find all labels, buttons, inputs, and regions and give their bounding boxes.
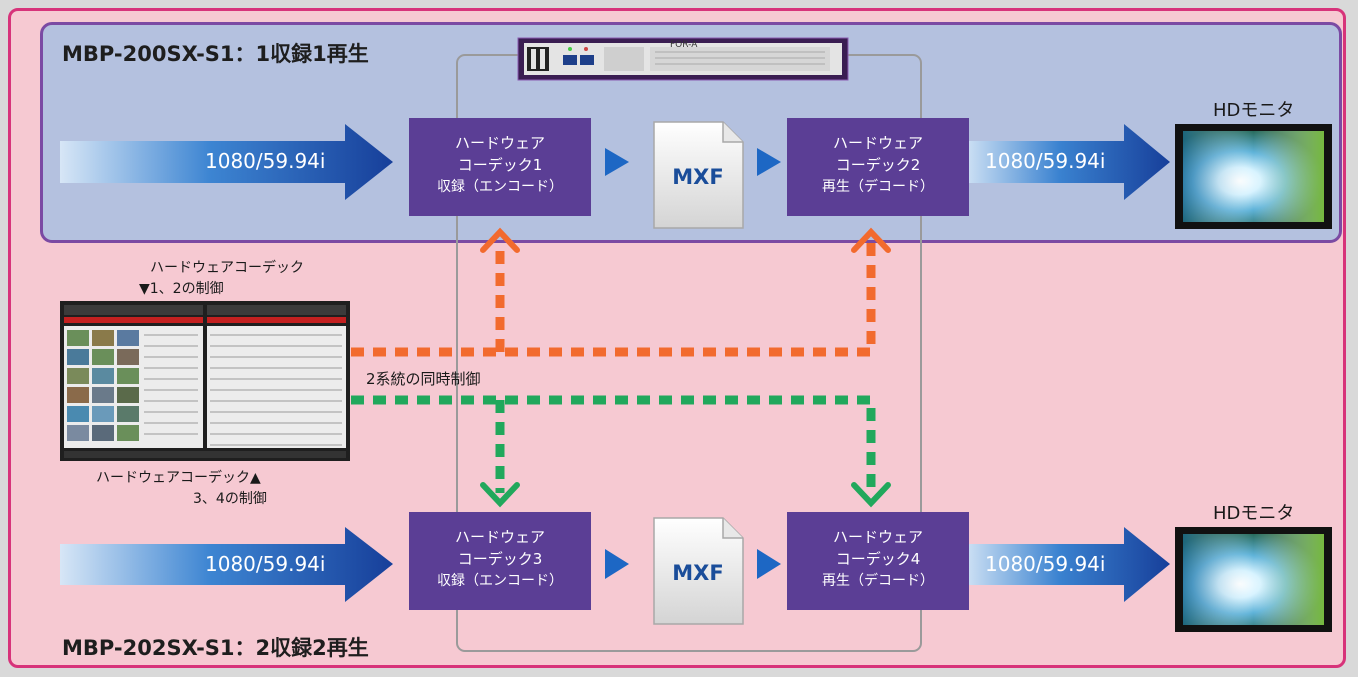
control-label-bottom-line1: ハードウェアコーデック▲ — [96, 470, 261, 486]
control-label-top-line1: ハードウェアコーデック — [150, 260, 304, 276]
flow-triangle — [757, 148, 781, 176]
title-bottom: MBP-202SX-S1：2収録2再生 — [62, 636, 369, 660]
flow-triangle — [757, 549, 781, 579]
codec-box-1: ハードウェア コーデック1 収録（エンコード） — [409, 118, 591, 216]
codec-box-4: ハードウェア コーデック4 再生（デコード） — [787, 512, 969, 610]
green-control-line — [351, 395, 876, 493]
codec-line: 収録（エンコード） — [437, 573, 563, 589]
output-arrow-1 — [969, 124, 1170, 200]
codec-box-3: ハードウェア コーデック3 収録（エンコード） — [409, 512, 591, 610]
green-arrowhead — [480, 482, 520, 508]
control-software-screenshot — [60, 301, 350, 461]
codec-line: 再生（デコード） — [822, 573, 934, 589]
green-arrowhead — [851, 482, 891, 508]
codec-line: 再生（デコード） — [822, 179, 934, 195]
orange-arrowhead — [480, 227, 520, 253]
control-label-bottom-line2: 3、4の制御 — [193, 491, 267, 507]
flow-triangle — [605, 549, 629, 579]
input-arrow-1 — [60, 124, 393, 200]
codec-line: ハードウェア — [832, 528, 923, 546]
codec-line: コーデック1 — [457, 156, 543, 174]
monitor-label-2: HDモニタ — [1213, 503, 1295, 524]
hd-monitor-1 — [1175, 124, 1332, 229]
orange-arrowhead — [851, 227, 891, 253]
svg-text:MXF: MXF — [672, 165, 723, 189]
codec-line: コーデック3 — [457, 550, 543, 568]
signal-output-1: 1080/59.94i — [985, 149, 1106, 173]
control-label-top-line2: ▼1、2の制御 — [139, 281, 224, 297]
monitor-label-1: HDモニタ — [1213, 100, 1295, 121]
codec-line: 収録（エンコード） — [437, 179, 563, 195]
signal-output-2: 1080/59.94i — [985, 552, 1106, 576]
output-arrow-2 — [969, 527, 1170, 602]
title-top: MBP-200SX-S1：1収録1再生 — [62, 42, 369, 66]
mxf-file-icon-1: MXF — [653, 121, 744, 229]
signal-input-2: 1080/59.94i — [205, 552, 326, 576]
codec-line: コーデック4 — [835, 550, 921, 568]
sync-control-label: 2系統の同時制御 — [366, 370, 481, 388]
codec-line: コーデック2 — [835, 156, 921, 174]
codec-line: ハードウェア — [454, 528, 545, 546]
mxf-file-icon-2: MXF — [653, 517, 744, 625]
codec-line: ハードウェア — [832, 134, 923, 152]
device-image — [517, 37, 849, 81]
device-brand: FOR-A — [670, 40, 698, 50]
signal-input-1: 1080/59.94i — [205, 149, 326, 173]
input-arrow-2 — [60, 527, 393, 602]
orange-control-line — [351, 243, 876, 357]
hd-monitor-2 — [1175, 527, 1332, 632]
codec-line: ハードウェア — [454, 134, 545, 152]
codec-box-2: ハードウェア コーデック2 再生（デコード） — [787, 118, 969, 216]
svg-text:MXF: MXF — [672, 561, 723, 585]
flow-triangle — [605, 148, 629, 176]
